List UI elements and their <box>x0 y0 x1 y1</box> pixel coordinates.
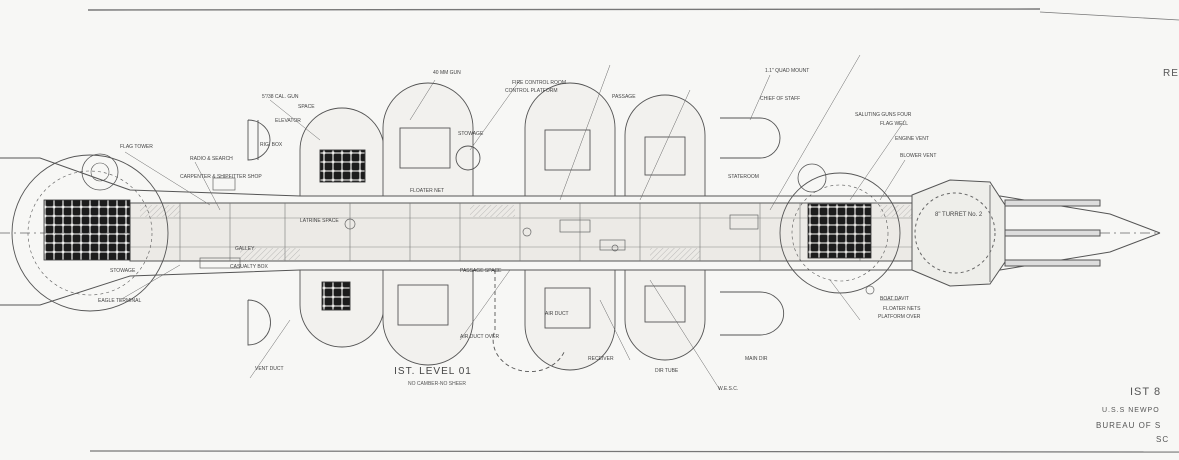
callout: STATEROOM <box>728 174 759 180</box>
callout: AIR DUCT <box>545 311 569 317</box>
callout: VENT DUCT <box>255 366 284 372</box>
callout: GALLEY <box>235 246 255 252</box>
callout: RIG. BOX <box>260 142 283 148</box>
callout: FLAG TOWER <box>120 144 153 150</box>
deck-hatching <box>140 205 920 260</box>
callout: RECEIVER <box>588 356 614 362</box>
callout: PLATFORM OVER <box>878 314 921 320</box>
turret-label: 8" TURRET No. 2 <box>935 212 983 218</box>
title-block-line2: U.S.S NEWPO <box>1102 407 1160 414</box>
callout: LATRINE SPACE <box>300 218 339 224</box>
title-block-line1: IST 8 <box>1130 386 1162 398</box>
callout: RADIO & SEARCH <box>190 156 233 162</box>
callout: CASUALTY BOX <box>230 264 269 270</box>
callout: STOWAGE <box>458 131 484 137</box>
callout: BLOWER VENT <box>900 153 936 159</box>
callout-labels: 5"/38 CAL. GUN SPACE FLAG TOWER RADIO & … <box>98 68 936 392</box>
callout: W.E.S.C. <box>718 386 738 392</box>
callout: ENGINE VENT <box>895 136 929 142</box>
callout: STOWAGE <box>110 268 136 274</box>
turret-no2 <box>911 179 1101 287</box>
deck-fittings <box>199 177 875 295</box>
callout: CONTROL PLATFORM <box>505 88 558 94</box>
callout: ELEVATOR <box>275 118 301 124</box>
title-block-line4: SC <box>1156 435 1170 444</box>
callout: AIR DUCT OVER <box>460 334 499 340</box>
callout: FIRE CONTROL ROOM <box>512 80 566 86</box>
callout: DIR TUBE <box>655 368 679 374</box>
callout: CARPENTER & SHIPFITTER SHOP <box>180 174 262 180</box>
sheet-border <box>87 8 1179 453</box>
leader-lines <box>119 54 906 391</box>
callout: BOAT DAVIT <box>880 296 909 302</box>
callout: SPACE <box>298 104 315 110</box>
callout: PASSAGE <box>612 94 636 100</box>
callout: FLOATER NET <box>410 188 444 194</box>
callout: MAIN DIR <box>745 356 768 362</box>
callout: PASSAGE SPACE <box>460 268 502 274</box>
callout: 40 MM GUN <box>433 70 461 76</box>
level-title: IST. LEVEL 01 <box>394 366 472 377</box>
callout: 5"/38 CAL. GUN <box>262 94 299 100</box>
corner-label: RE <box>1163 68 1179 79</box>
gun-tubs-port <box>299 269 706 373</box>
forward-gun-mount <box>779 163 901 294</box>
callout: FLAG WELL <box>880 121 908 127</box>
gun-tubs-starboard <box>299 82 706 197</box>
callout: 1.1" QUAD MOUNT <box>765 68 809 74</box>
callout: EAGLE TERMINAL <box>98 298 141 304</box>
callout: FLOATER NETS <box>883 306 921 312</box>
callout: CHIEF OF STAFF <box>760 96 800 102</box>
title-block-line3: BUREAU OF S <box>1096 421 1162 430</box>
callout: SALUTING GUNS FOUR <box>855 112 912 118</box>
level-subtitle: NO CAMBER-NO SHEER <box>407 381 467 387</box>
forty-mm-tubs <box>247 117 785 346</box>
aft-gun-mount <box>11 153 169 312</box>
